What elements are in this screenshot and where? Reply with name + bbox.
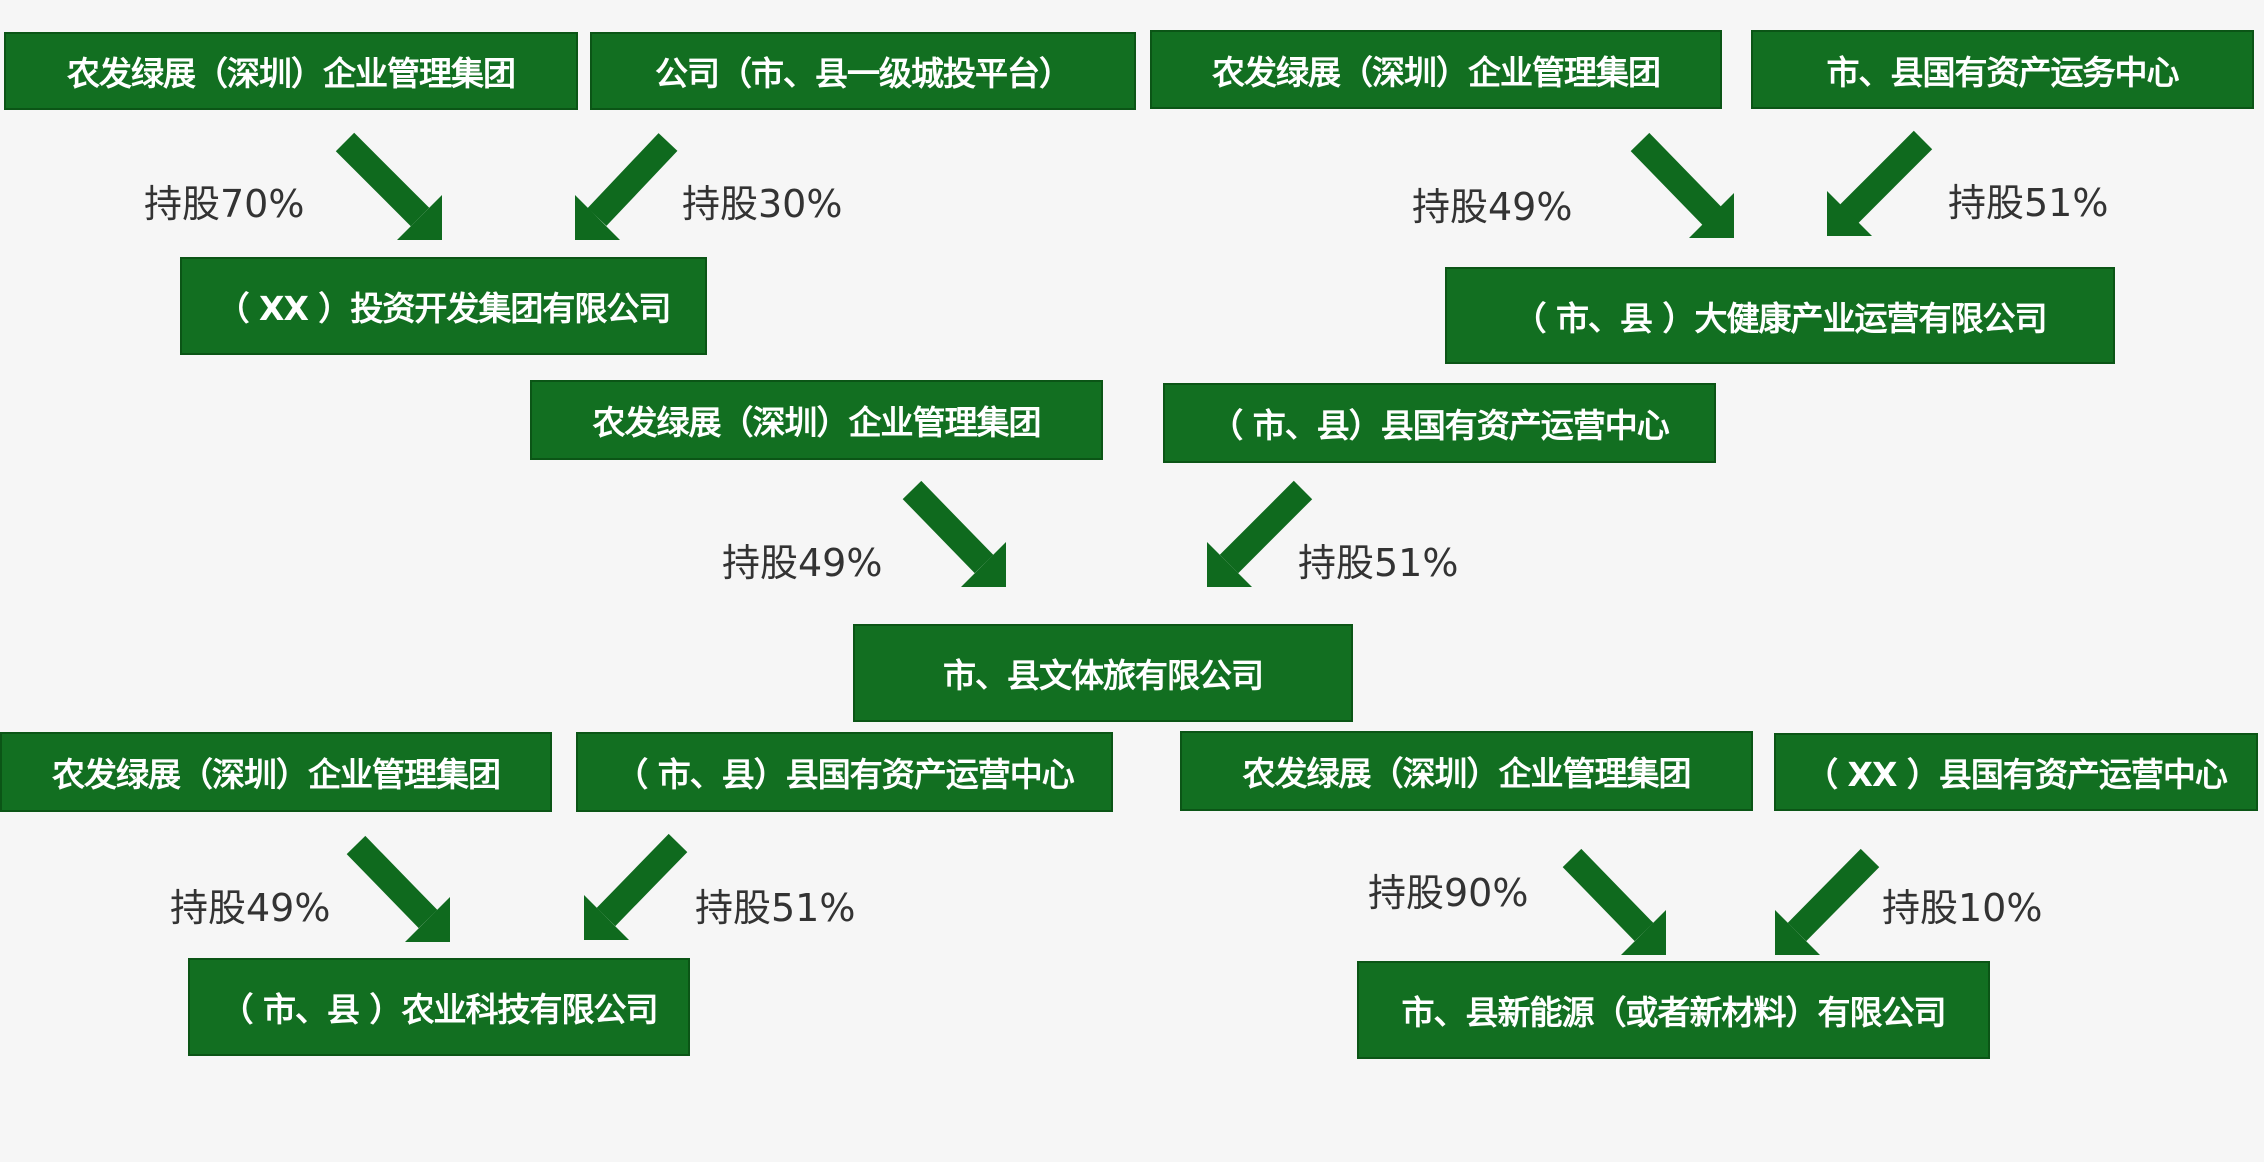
arrow-down-left-icon bbox=[584, 833, 688, 940]
parent-label: 公司（市、县一级城投平台） bbox=[655, 54, 1072, 93]
arrow-down-left-icon bbox=[1827, 130, 1933, 236]
parent-box: （ XX ）县国有资产运营中心 bbox=[1774, 733, 2258, 811]
parent-label: 农发绿展（深圳）企业管理集团 bbox=[1212, 52, 1661, 92]
parent-label: （ 市、县）县国有资产运营中心 bbox=[615, 755, 1074, 794]
child-company-box: （ 市、县 ）农业科技有限公司 bbox=[188, 958, 690, 1056]
child-label: （ 市、县 ）农业科技有限公司 bbox=[220, 990, 659, 1029]
arrow-down-right-icon bbox=[902, 480, 1006, 587]
child-company-box: （ 市、县 ）大健康产业运营有限公司 bbox=[1445, 267, 2115, 364]
share-label: 持股51% bbox=[1948, 181, 2109, 225]
arrow-down-right-icon bbox=[1630, 132, 1734, 238]
child-label: 市、县文体旅有限公司 bbox=[943, 656, 1264, 695]
parent-label: 农发绿展（深圳）企业管理集团 bbox=[67, 54, 516, 93]
child-company-box: （ XX ）投资开发集团有限公司 bbox=[180, 257, 707, 355]
parent-box: 农发绿展（深圳）企业管理集团 bbox=[1150, 30, 1722, 109]
child-label: （ XX ）投资开发集团有限公司 bbox=[216, 289, 672, 328]
parent-box: 农发绿展（深圳）企业管理集团 bbox=[530, 380, 1103, 460]
child-company-box: 市、县新能源（或者新材料）有限公司 bbox=[1357, 961, 1990, 1059]
share-label: 持股49% bbox=[1412, 185, 1573, 229]
share-label: 持股10% bbox=[1882, 886, 2043, 930]
parent-box: 市、县国有资产运务中心 bbox=[1751, 30, 2254, 109]
arrow-down-left-icon bbox=[1775, 848, 1880, 955]
parent-box: （ 市、县）县国有资产运营中心 bbox=[1163, 383, 1716, 463]
share-label: 持股51% bbox=[1298, 541, 1459, 585]
parent-box: 农发绿展（深圳）企业管理集团 bbox=[1180, 731, 1753, 811]
share-label: 持股90% bbox=[1368, 871, 1529, 915]
arrow-down-left-icon bbox=[1207, 480, 1313, 587]
share-label: 持股70% bbox=[144, 182, 305, 226]
arrow-down-right-icon bbox=[335, 132, 442, 240]
arrow-down-left-icon bbox=[575, 133, 678, 240]
child-label: （ 市、县 ）大健康产业运营有限公司 bbox=[1513, 298, 2048, 338]
parent-box: 农发绿展（深圳）企业管理集团 bbox=[0, 732, 552, 812]
parent-label: 农发绿展（深圳）企业管理集团 bbox=[52, 755, 501, 794]
share-label: 持股49% bbox=[722, 541, 883, 585]
parent-box: 农发绿展（深圳）企业管理集团 bbox=[4, 32, 578, 110]
arrow-down-right-icon bbox=[1562, 848, 1666, 955]
arrow-down-right-icon bbox=[346, 835, 450, 942]
parent-label: 农发绿展（深圳）企业管理集团 bbox=[592, 403, 1042, 442]
parent-box: （ 市、县）县国有资产运营中心 bbox=[576, 732, 1113, 812]
parent-label: 农发绿展（深圳）企业管理集团 bbox=[1242, 754, 1692, 793]
child-label: 市、县新能源（或者新材料）有限公司 bbox=[1401, 993, 1947, 1032]
parent-box: 公司（市、县一级城投平台） bbox=[590, 32, 1136, 110]
child-company-box: 市、县文体旅有限公司 bbox=[853, 624, 1353, 722]
share-label: 持股30% bbox=[682, 182, 843, 226]
parent-label: （ XX ）县国有资产运营中心 bbox=[1805, 755, 2228, 794]
parent-label: （ 市、县）县国有资产运营中心 bbox=[1210, 406, 1669, 445]
share-label: 持股49% bbox=[170, 886, 331, 930]
share-label: 持股51% bbox=[695, 886, 856, 930]
parent-label: 市、县国有资产运务中心 bbox=[1826, 52, 2180, 92]
